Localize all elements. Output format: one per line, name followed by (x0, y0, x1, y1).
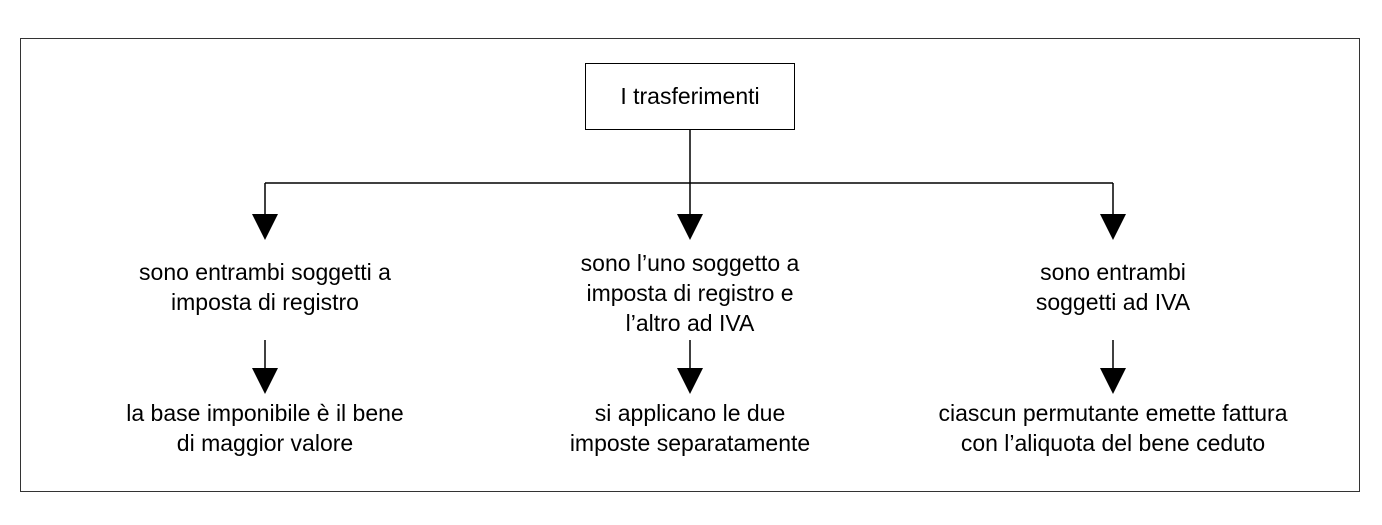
result-middle-line-2: imposte separatamente (569, 430, 811, 456)
arrow-right-condition-head (1100, 214, 1126, 240)
diagram-frame (20, 38, 1360, 492)
condition-middle-line-3: l’altro ad IVA (625, 310, 755, 336)
condition-middle-line-2: imposta di registro e (586, 280, 794, 306)
condition-right-line-1: sono entrambi (1040, 259, 1186, 285)
result-node-left: la base imponibile è il bene di maggior … (90, 398, 440, 458)
result-right-line-2: con l’aliquota del bene ceduto (960, 430, 1266, 456)
condition-node-middle: sono l’uno soggetto a imposta di registr… (540, 248, 840, 338)
condition-left-line-1: sono entrambi soggetti a (139, 259, 391, 285)
arrow-right-result-head (1100, 368, 1126, 394)
arrow-middle-condition-head (677, 214, 703, 240)
condition-middle-line-1: sono l’uno soggetto a (580, 250, 800, 276)
condition-node-right: sono entrambi soggetti ad IVA (963, 257, 1263, 317)
condition-node-left: sono entrambi soggetti a imposta di regi… (115, 257, 415, 317)
result-right-line-1: ciascun permutante emette fattura (938, 400, 1288, 426)
arrow-middle-result-head (677, 368, 703, 394)
condition-left-line-2: imposta di registro (171, 289, 359, 315)
root-node: I trasferimenti (585, 63, 795, 130)
result-middle-line-1: si applicano le due (594, 400, 786, 426)
arrow-left-condition-head (252, 214, 278, 240)
condition-right-line-2: soggetti ad IVA (1035, 289, 1191, 315)
result-node-middle: si applicano le due imposte separatament… (540, 398, 840, 458)
result-left-line-2: di maggior valore (176, 430, 354, 456)
result-node-right: ciascun permutante emette fattura con l’… (903, 398, 1323, 458)
arrow-left-result-head (252, 368, 278, 394)
root-node-label: I trasferimenti (620, 83, 760, 109)
result-left-line-1: la base imponibile è il bene (126, 400, 404, 426)
